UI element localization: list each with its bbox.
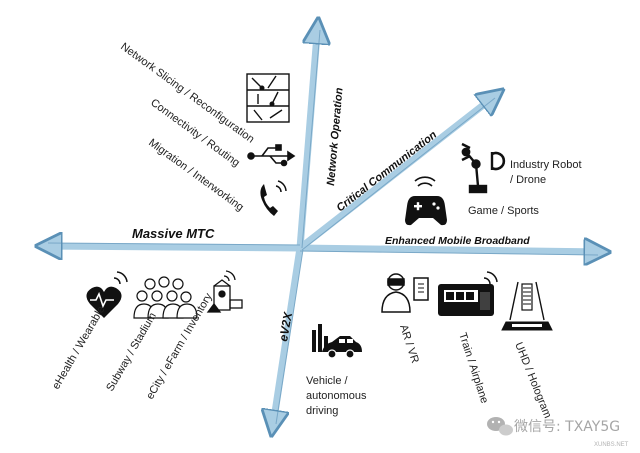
arrow-massive-mtc — [40, 246, 301, 248]
label-industry-robot: Industry Robot — [510, 159, 582, 171]
arrow-network-operation — [296, 22, 318, 249]
wechat-logo-icon — [487, 417, 513, 436]
wechat-watermark: 微信号: TXAY5G XUNBS.NET — [487, 417, 629, 448]
label-drone: / Drone — [510, 174, 546, 186]
phone-signal-icon — [260, 180, 287, 216]
arrow-embb — [299, 248, 606, 252]
watermark-site: XUNBS.NET — [594, 442, 629, 448]
label-autonomous: autonomous — [306, 390, 367, 402]
farm-inventory-icon — [206, 270, 243, 313]
arrow-outlines — [47, 29, 599, 425]
label-migration-interworking: Migration / Interworking — [146, 137, 246, 214]
heart-health-icon — [86, 271, 128, 318]
label-subway-stadium: Subway / Stadium — [104, 311, 159, 394]
network-grid-icon — [246, 73, 290, 123]
label-vehicle: Vehicle / — [306, 375, 349, 387]
label-ehealth-wearable: eHealth / Wearable — [50, 304, 107, 391]
label-ar-vr: AR / VR — [397, 323, 421, 365]
axis-label-network-operation: Network Operation — [325, 87, 346, 186]
label-connectivity-routing: Connectivity / Routing — [148, 97, 242, 170]
usb-icon — [247, 144, 296, 167]
label-train-airplane: Train / Airplane — [456, 331, 490, 405]
label-uhd-hologram: UHD / Hologram — [512, 341, 553, 420]
crowd-icon — [133, 276, 198, 319]
axis-label-embb: Enhanced Mobile Broadband — [385, 235, 530, 247]
arrow-critical-communication — [297, 92, 500, 251]
watermark-text: 微信号: TXAY5G — [514, 419, 620, 435]
axis-label-massive-mtc: Massive MTC — [132, 226, 215, 241]
label-game-sports: Game / Sports — [468, 205, 539, 217]
car-signal-icon — [312, 324, 362, 359]
arrow-ev2x — [272, 247, 304, 432]
train-icon — [438, 271, 498, 316]
hologram-icon — [501, 281, 553, 331]
ar-vr-person-icon — [381, 273, 429, 313]
industry-robot-icon — [461, 142, 506, 194]
axis-label-ev2x: eV2X — [276, 310, 295, 342]
label-driving: driving — [306, 405, 338, 417]
gamepad-icon — [405, 176, 447, 226]
arrows — [40, 22, 606, 432]
